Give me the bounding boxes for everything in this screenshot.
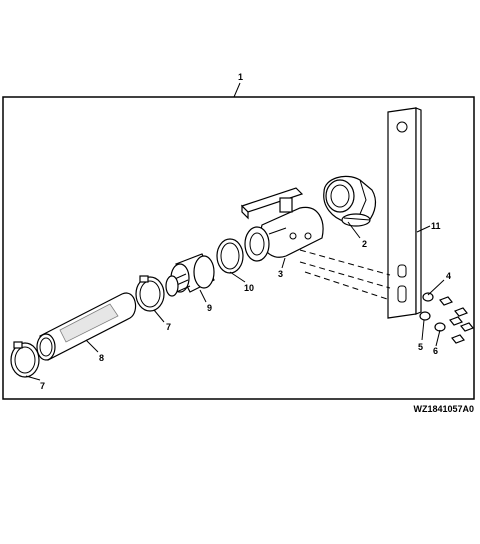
callout-7-lower: 7 — [40, 381, 45, 391]
hose-clamp-upper — [135, 275, 165, 312]
assembly-lines — [299, 249, 391, 301]
elbow-fitting — [323, 175, 377, 227]
mounting-bracket — [387, 107, 422, 319]
callout-7-upper: 7 — [166, 322, 171, 332]
gasket — [216, 238, 244, 274]
diagram-frame — [2, 96, 475, 400]
ball-valve — [240, 187, 324, 262]
callout-8: 8 — [99, 353, 104, 363]
callout-4: 4 — [446, 271, 451, 281]
leader-1 — [233, 82, 241, 98]
callout-9: 9 — [207, 303, 212, 313]
callout-3: 3 — [278, 269, 283, 279]
threaded-adapter — [165, 253, 215, 297]
callout-5: 5 — [418, 342, 423, 352]
leader-lines — [25, 221, 445, 381]
figure-id: WZ1841057A0 — [413, 404, 474, 414]
callout-6: 6 — [433, 346, 438, 356]
bolts — [439, 296, 474, 344]
callout-2: 2 — [362, 239, 367, 249]
hose — [36, 292, 137, 361]
hose-clamp-lower — [10, 341, 40, 378]
callout-11: 11 — [431, 221, 441, 231]
callout-10: 10 — [244, 283, 254, 293]
callout-1: 1 — [238, 72, 243, 82]
